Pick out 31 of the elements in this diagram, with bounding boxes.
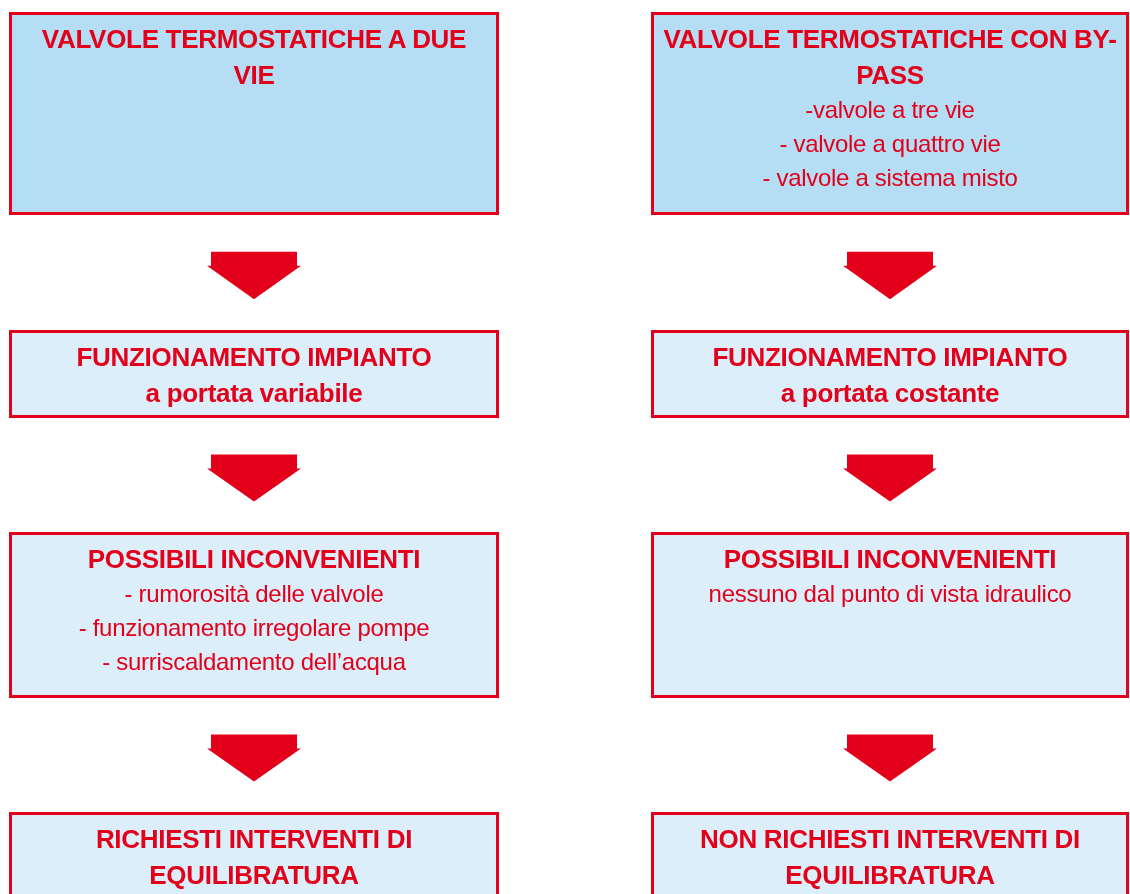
box-text: - valvole a sistema misto (761, 163, 1019, 193)
box-text: -valvole a tre vie (804, 95, 976, 125)
flow-box (651, 330, 1129, 418)
flow-box (651, 812, 1129, 894)
block-arrow (207, 251, 301, 300)
flow-box (9, 330, 499, 418)
block-arrow (843, 251, 937, 300)
box-heading: POSSIBILI INCONVENIENTI (722, 543, 1058, 576)
box-text: - rumorosità delle valvole (123, 579, 385, 609)
block-arrow (207, 734, 301, 782)
block-arrow (843, 734, 937, 782)
box-heading: RICHIESTI INTERVENTI DI EQUILIBRATURA (94, 823, 414, 892)
box-text: a portata variabile (144, 377, 364, 410)
box-heading: VALVOLE TERMOSTATICHE A DUE VIE (40, 23, 468, 92)
flow-box (9, 12, 499, 215)
box-text: - valvole a quattro vie (778, 129, 1002, 159)
box-text: - surriscaldamento dell’acqua (101, 647, 407, 677)
flow-box (651, 12, 1129, 215)
box-heading: VALVOLE TERMOSTATICHE CON BY-PASS (662, 23, 1118, 92)
flow-box (9, 532, 499, 698)
block-arrow (207, 454, 301, 502)
flow-box (9, 812, 499, 894)
box-text: a portata costante (779, 377, 1001, 410)
box-heading: POSSIBILI INCONVENIENTI (86, 543, 422, 576)
box-text: nessuno dal punto di vista idraulico (707, 579, 1073, 609)
flow-box (651, 532, 1129, 698)
box-text: - funzionamento irregolare pompe (77, 613, 431, 643)
box-heading: FUNZIONAMENTO IMPIANTO (711, 341, 1069, 374)
box-heading: NON RICHIESTI INTERVENTI DI EQUILIBRATURA (699, 823, 1081, 892)
block-arrow (843, 454, 937, 502)
box-heading: FUNZIONAMENTO IMPIANTO (75, 341, 433, 374)
